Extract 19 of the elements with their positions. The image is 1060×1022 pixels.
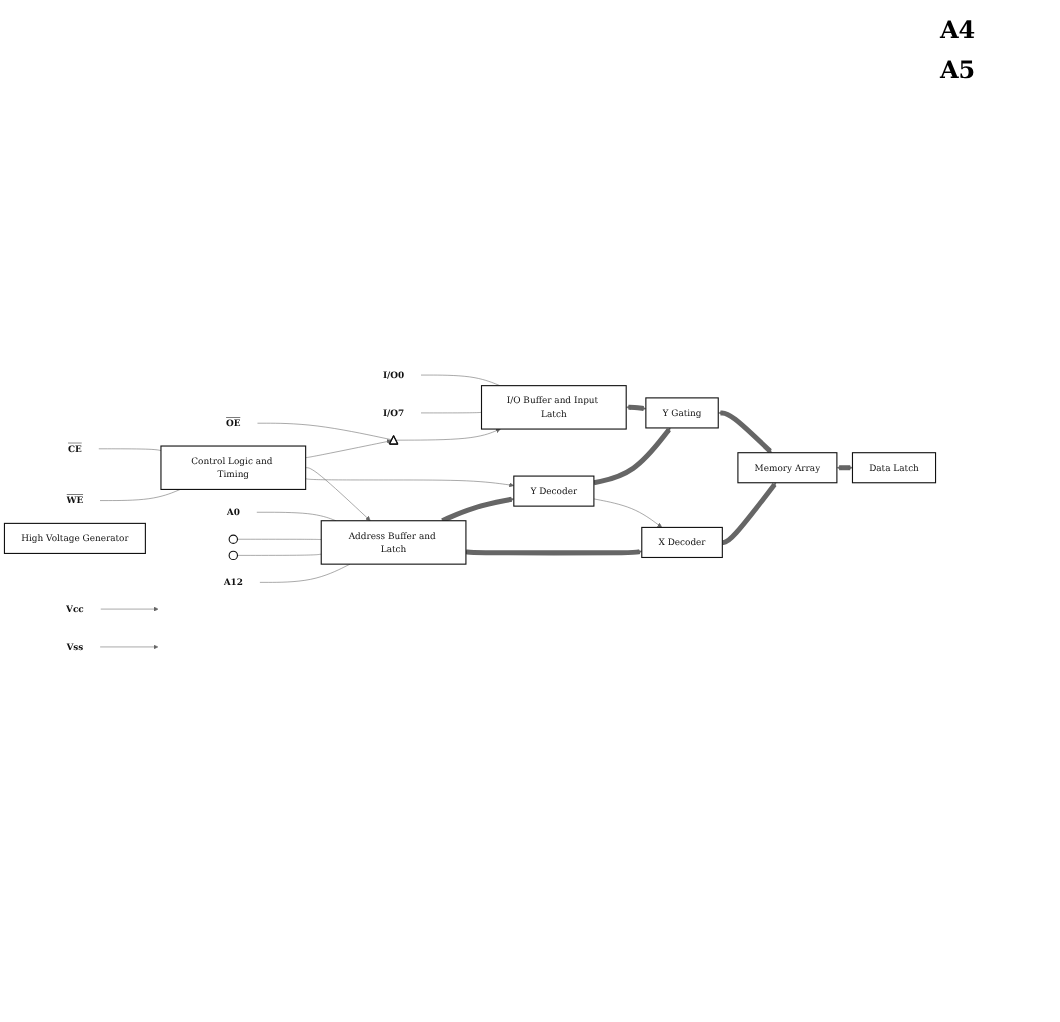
node-circle	[228, 550, 239, 561]
arrow	[626, 404, 647, 411]
connector	[237, 538, 322, 540]
arrow	[464, 549, 642, 556]
arrow	[593, 427, 671, 486]
connector	[98, 448, 162, 451]
pin-range-label: A5	[940, 56, 978, 84]
connector	[257, 422, 393, 441]
connector	[99, 489, 181, 501]
connector	[237, 553, 322, 556]
arrow	[718, 410, 772, 453]
arrow	[441, 496, 515, 524]
pin-range-label: A4	[940, 16, 978, 44]
connector	[420, 412, 482, 414]
connector	[420, 374, 501, 386]
connector	[256, 511, 337, 521]
node-circle	[228, 534, 239, 544]
arrow	[721, 482, 777, 545]
connector	[259, 563, 351, 583]
